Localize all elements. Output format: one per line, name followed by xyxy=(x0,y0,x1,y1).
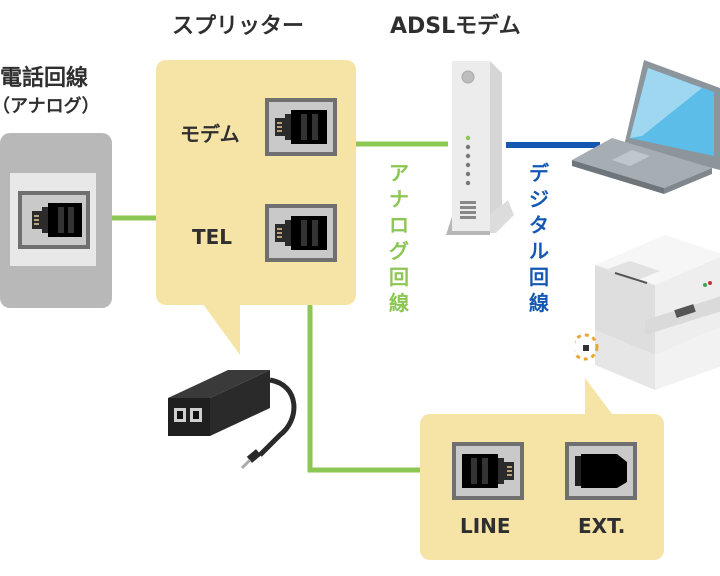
splitter-callout-pointer xyxy=(200,300,240,355)
splitter-callout xyxy=(156,60,356,305)
rj11-port-icon xyxy=(462,454,514,488)
splitter-modem-label: モデム xyxy=(180,122,240,146)
device-line-label: LINE xyxy=(460,514,511,538)
device-ext-label: EXT. xyxy=(578,514,626,538)
rj11-port-icon xyxy=(275,216,327,250)
digital-line-label: デジタル回線 xyxy=(529,161,549,315)
phone-line-title: 電話回線 xyxy=(0,66,89,91)
device-callout-pointer xyxy=(585,378,615,418)
splitter-tel-label: TEL xyxy=(192,225,233,249)
rj11-port-icon xyxy=(275,110,327,144)
device-line-port[interactable] xyxy=(452,442,524,500)
splitter-device-icon xyxy=(168,370,297,470)
wall-jack-plate xyxy=(0,133,112,308)
multifunction-printer-icon xyxy=(575,235,720,390)
laptop-icon xyxy=(572,60,720,194)
splitter-modem-port[interactable] xyxy=(265,98,337,156)
device-ext-port[interactable] xyxy=(565,442,637,500)
splitter-title: スプリッター xyxy=(172,14,305,39)
splitter-tel-port[interactable] xyxy=(265,204,337,262)
adsl-modem-icon xyxy=(446,61,514,235)
rj11-port-icon xyxy=(32,203,82,237)
splitter-to-device-line xyxy=(307,305,420,473)
phone-line-subtitle: （アナログ） xyxy=(0,96,100,117)
wall-jack-icon xyxy=(18,191,90,249)
ext-port-icon xyxy=(575,454,627,488)
adsl-modem-title: ADSLモデム xyxy=(390,14,521,39)
analog-line-label: アナログ回線 xyxy=(389,161,409,315)
